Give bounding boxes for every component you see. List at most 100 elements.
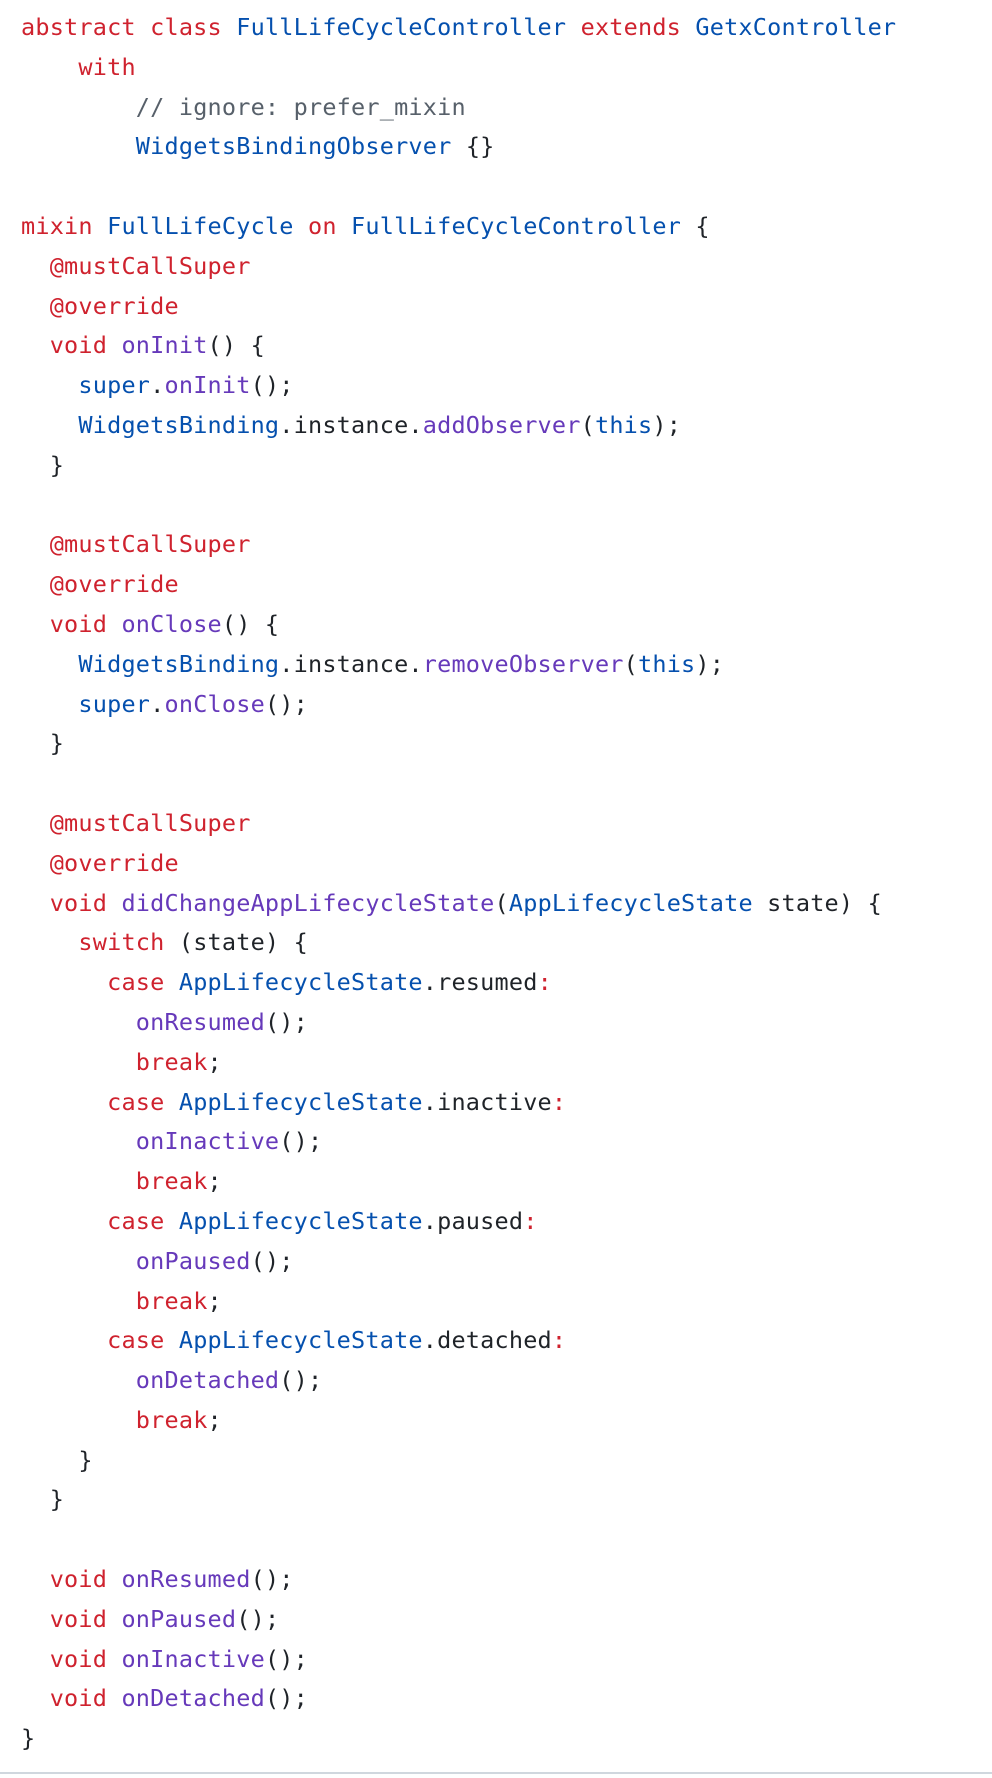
code-text: ; [207, 1047, 222, 1076]
code-line: void onResumed(); [21, 1560, 992, 1600]
code-text: (); [236, 1604, 280, 1633]
code-line: void onClose() { [21, 605, 992, 645]
code-keyword: break [135, 1286, 208, 1315]
code-text: (); [279, 1366, 323, 1395]
code-text [21, 570, 50, 598]
code-keyword: case [107, 1206, 179, 1235]
code-type: super [78, 371, 151, 400]
bottom-divider [0, 1772, 992, 1774]
code-keyword: void [49, 1684, 122, 1713]
code-text: () { [221, 609, 280, 638]
code-line: // ignore: prefer_mixin [21, 88, 992, 128]
code-text: } [21, 729, 65, 758]
code-text [21, 690, 78, 718]
code-text [21, 53, 78, 81]
code-text [21, 968, 107, 996]
code-line [21, 1520, 992, 1560]
code-function: onInit [121, 331, 208, 360]
code-text: ); [695, 649, 725, 678]
code-text: .instance. [279, 410, 423, 439]
code-text: (state) { [164, 928, 308, 957]
code-text [21, 1167, 136, 1195]
code-line [21, 167, 992, 207]
code-line: break; [21, 1282, 992, 1322]
code-text: (); [264, 689, 308, 718]
code-text: .instance. [279, 649, 423, 678]
code-text [21, 1645, 50, 1673]
code-text [21, 371, 78, 399]
code-text [21, 331, 50, 359]
code-keyword: void [49, 331, 122, 360]
code-line: @override [21, 565, 992, 605]
code-function: onClose [121, 609, 222, 638]
code-line: WidgetsBinding.instance.addObserver(this… [21, 406, 992, 446]
code-type: FullLifeCycleController [236, 13, 567, 41]
code-text: (); [264, 1007, 308, 1036]
code-text: { [681, 211, 710, 240]
code-keyword: void [49, 888, 122, 917]
code-text: ( [623, 649, 638, 678]
code-function: onDetached [121, 1684, 265, 1713]
code-text: } [21, 1445, 93, 1474]
code-line: switch (state) { [21, 923, 992, 963]
code-line: super.onClose(); [21, 685, 992, 725]
code-line: onPaused(); [21, 1242, 992, 1282]
code-text: .resumed [422, 968, 538, 997]
code-text: } [21, 1724, 36, 1753]
code-keyword: @override [49, 570, 179, 599]
code-function: addObserver [422, 410, 581, 439]
code-text [21, 849, 50, 877]
code-type: WidgetsBinding [78, 649, 280, 678]
code-text: ; [207, 1286, 222, 1315]
code-keyword: with [78, 52, 136, 81]
code-keyword: @mustCallSuper [49, 251, 251, 280]
code-comment: // ignore: prefer_mixin [135, 92, 466, 121]
code-function: onClose [164, 689, 265, 718]
code-text [21, 610, 50, 638]
code-text: .paused [422, 1206, 524, 1235]
code-type: AppLifecycleState [508, 888, 753, 917]
code-keyword: void [49, 1565, 122, 1594]
code-line: mixin FullLifeCycle on FullLifeCycleCont… [21, 207, 992, 247]
code-keyword: case [107, 1326, 179, 1355]
code-line: with [21, 48, 992, 88]
code-type: super [78, 689, 151, 718]
code-line: @mustCallSuper [21, 525, 992, 565]
code-text [21, 1088, 107, 1116]
code-line: case AppLifecycleState.detached: [21, 1321, 992, 1361]
code-type: GetxController [695, 13, 897, 41]
code-text: (); [250, 1565, 294, 1594]
code-text: ); [652, 410, 682, 439]
code-line: WidgetsBinding.instance.removeObserver(t… [21, 645, 992, 685]
code-function: onInactive [135, 1127, 280, 1156]
code-line: break; [21, 1162, 992, 1202]
code-line [21, 486, 992, 526]
code-line: onInactive(); [21, 1122, 992, 1162]
code-text [21, 1565, 50, 1593]
code-keyword: @mustCallSuper [49, 530, 251, 559]
code-text: ( [494, 888, 509, 917]
code-function: onResumed [121, 1565, 251, 1594]
code-line: case AppLifecycleState.inactive: [21, 1083, 992, 1123]
code-type: AppLifecycleState [178, 968, 423, 997]
code-function: onInactive [121, 1644, 265, 1673]
code-line: void onDetached(); [21, 1679, 992, 1719]
code-keyword: switch [78, 928, 165, 957]
code-line: @override [21, 287, 992, 327]
code-line: onResumed(); [21, 1003, 992, 1043]
code-keyword: break [135, 1405, 208, 1434]
code-line: onDetached(); [21, 1361, 992, 1401]
code-keyword: void [49, 1604, 122, 1633]
code-type: AppLifecycleState [178, 1087, 423, 1116]
code-text [21, 411, 78, 439]
code-line: } [21, 1480, 992, 1520]
code-text [21, 252, 50, 280]
code-keyword: case [107, 968, 179, 997]
code-line: super.onInit(); [21, 366, 992, 406]
code-keyword: abstract class [21, 13, 237, 41]
code-text [21, 1048, 136, 1076]
code-function: didChangeAppLifecycleState [121, 888, 495, 917]
code-line [21, 764, 992, 804]
code-text [21, 1366, 136, 1394]
